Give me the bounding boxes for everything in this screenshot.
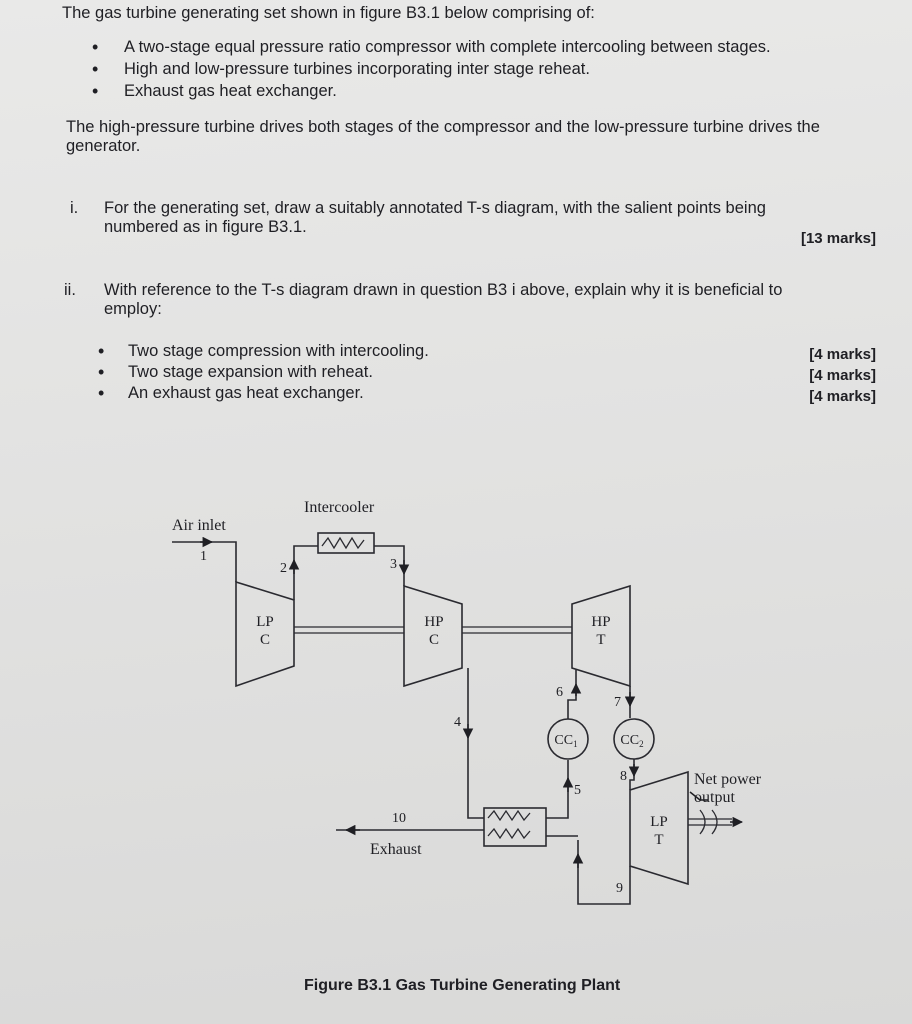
question-ii-item: An exhaust gas heat exchanger. [128, 384, 364, 402]
intercooler-outlet-pipe [374, 545, 405, 586]
cc1-to-hpt-pipe [567, 670, 577, 719]
drive-text-line2: generator. [66, 137, 141, 155]
heat-exchanger-box [483, 807, 547, 847]
output-shaft [688, 818, 732, 826]
question-ii-item-marks: [4 marks] [809, 388, 876, 405]
bullet-dot: • [98, 383, 105, 403]
question-i-number: i. [70, 199, 79, 217]
hpc-label-2: C [429, 632, 439, 648]
question-ii-item-marks: [4 marks] [809, 367, 876, 384]
bullet-dot: • [98, 341, 105, 361]
question-ii-item: Two stage expansion with reheat. [128, 363, 373, 381]
component-item: A two-stage equal pressure ratio compres… [124, 38, 771, 56]
bullet-dot: • [98, 362, 105, 382]
component-item: Exhaust gas heat exchanger. [124, 82, 337, 100]
net-power-label-1: Net power [694, 771, 762, 788]
lpc-label-1: LP [256, 614, 274, 630]
lp-compressor [235, 580, 295, 688]
heat-exchanger-coil-lower [487, 827, 531, 840]
intercooler-coil [321, 536, 365, 550]
question-ii-item-marks: [4 marks] [809, 346, 876, 363]
heat-exchanger-coil-upper [487, 809, 531, 822]
net-power-leader [689, 791, 701, 801]
air-inlet-label: Air inlet [172, 517, 226, 534]
hx-to-cc1-pipe [546, 760, 569, 819]
point-1: 1 [200, 549, 207, 564]
shaft-hpc-hpt [462, 626, 572, 634]
point-3: 3 [390, 557, 397, 572]
bullet-dot: • [92, 81, 99, 101]
cc2-text: CC [620, 733, 639, 748]
point-4: 4 [454, 715, 461, 730]
lpt-exhaust-pipe [577, 840, 631, 905]
bullet-dot: • [92, 59, 99, 79]
question-ii-line1: With reference to the T-s diagram drawn … [104, 281, 783, 299]
hpc-label-1: HP [424, 614, 443, 630]
question-i-line2: numbered as in figure B3.1. [104, 218, 307, 236]
intercooler-box [317, 532, 375, 554]
lp-turbine [629, 770, 689, 886]
intercooler-label: Intercooler [304, 499, 375, 516]
cc1-label: CC1 [554, 733, 577, 749]
question-i-marks: [13 marks] [800, 230, 876, 247]
lpc-outlet-pipe [293, 545, 318, 600]
exhaust-label: Exhaust [370, 841, 422, 858]
component-item: High and low-pressure turbines incorpora… [124, 60, 590, 78]
hpt-label-1: HP [591, 614, 610, 630]
coupling [699, 809, 718, 835]
intro-text: The gas turbine generating set shown in … [62, 4, 595, 22]
point-8: 8 [620, 769, 627, 784]
hp-compressor [403, 584, 463, 688]
point-5: 5 [574, 783, 581, 798]
bullet-dot: • [92, 37, 99, 57]
point-6: 6 [556, 685, 563, 700]
cc2-label: CC2 [620, 733, 643, 749]
question-ii-line2: employ: [104, 300, 162, 318]
point-2: 2 [280, 561, 287, 576]
question-ii-number: ii. [64, 281, 76, 299]
point-10: 10 [392, 811, 406, 826]
net-power-label-2: output [694, 789, 735, 806]
question-ii-item: Two stage compression with intercooling. [128, 342, 429, 360]
air-inlet-pipe [172, 541, 237, 582]
shaft-lpc-hpc [294, 626, 404, 634]
point-7: 7 [614, 695, 621, 710]
lpt-label-1: LP [650, 814, 668, 830]
point-9: 9 [616, 881, 623, 896]
hpt-label-2: T [596, 632, 605, 648]
figure-caption: Figure B3.1 Gas Turbine Generating Plant [304, 977, 621, 994]
hpc-outlet-pipe [467, 668, 484, 819]
drive-text-line1: The high-pressure turbine drives both st… [66, 118, 820, 136]
question-i-line1: For the generating set, draw a suitably … [104, 199, 766, 217]
lpc-label-2: C [260, 632, 270, 648]
cc2-subscript: 2 [639, 739, 644, 749]
cc1-text: CC [554, 733, 573, 748]
lpt-label-2: T [654, 832, 663, 848]
cc1-subscript: 1 [573, 739, 578, 749]
